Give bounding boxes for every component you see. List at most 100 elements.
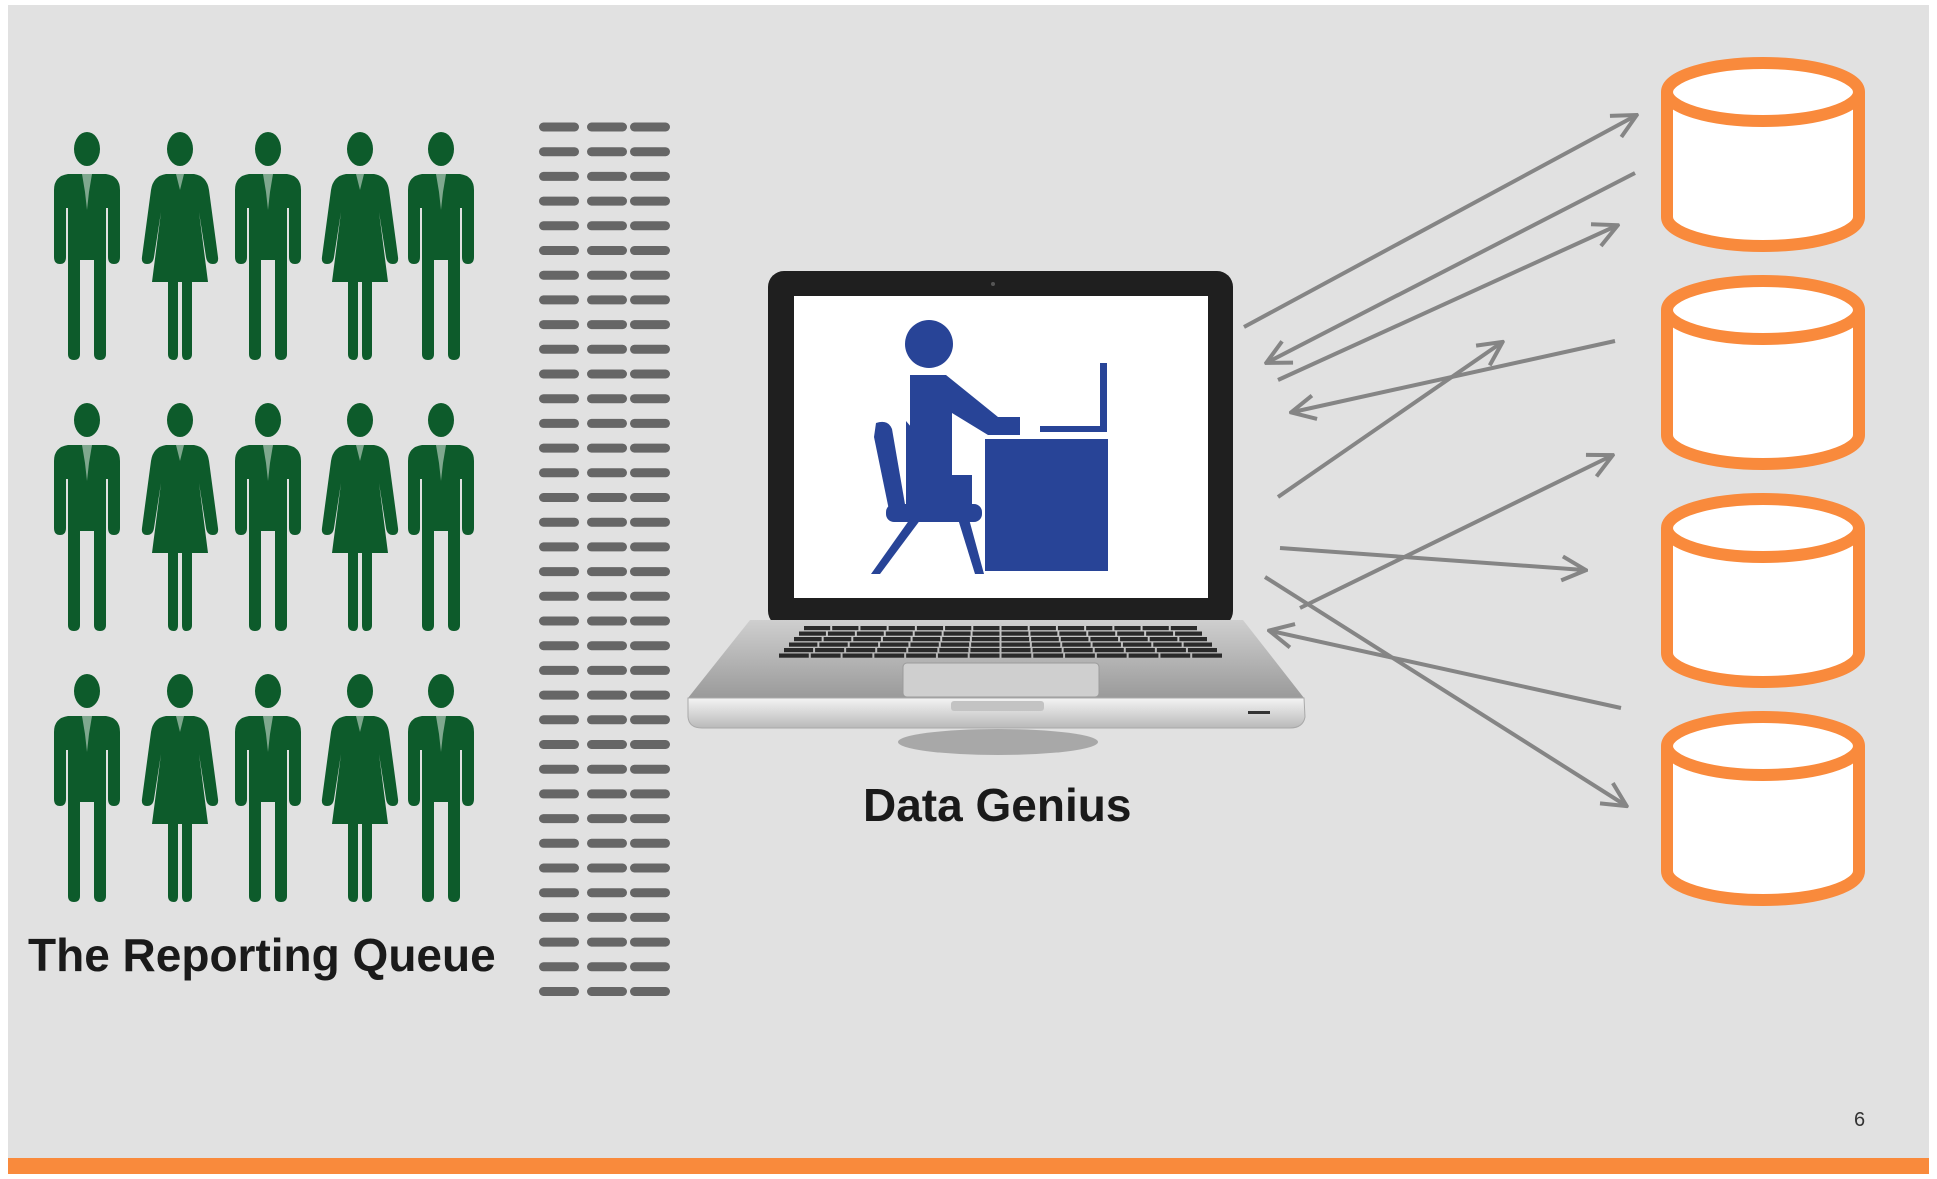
queue-dash-icon bbox=[539, 764, 579, 774]
reporting-queue-label: The Reporting Queue bbox=[28, 929, 496, 981]
queue-dash-icon bbox=[539, 863, 579, 873]
queue-dash-icon bbox=[587, 888, 627, 898]
queue-dash-icon bbox=[587, 937, 627, 947]
queue-dash-icon bbox=[539, 196, 579, 206]
woman-person-icon bbox=[141, 403, 219, 631]
queue-dash-icon bbox=[539, 517, 579, 527]
data-flow-arrow bbox=[1277, 226, 1616, 382]
queue-dash-icon bbox=[630, 394, 670, 404]
man-person-icon bbox=[54, 674, 120, 902]
queue-dash-icon bbox=[630, 814, 670, 824]
data-flow-arrows bbox=[1243, 116, 1635, 805]
queue-dash-icon bbox=[630, 962, 670, 972]
queue-dash-icon bbox=[539, 838, 579, 848]
queue-dash-icon bbox=[587, 517, 627, 527]
queue-dash-icon bbox=[539, 147, 579, 157]
queue-dash-icon bbox=[630, 715, 670, 725]
queue-dash-icon bbox=[539, 937, 579, 947]
queue-dash-icon bbox=[630, 493, 670, 502]
man-person-icon bbox=[235, 674, 301, 902]
queue-dash-icon bbox=[587, 616, 627, 626]
queue-dash-icon bbox=[539, 369, 579, 379]
queue-dash-icon bbox=[587, 838, 627, 848]
queue-dash-icon bbox=[587, 369, 627, 379]
queue-dash-icon bbox=[539, 394, 579, 404]
queue-dash-icon bbox=[587, 789, 627, 799]
slide: The Reporting Queue Data Genius 6 bbox=[8, 5, 1929, 1174]
queue-dash-icon bbox=[587, 740, 627, 749]
queue-dash-stack bbox=[539, 122, 670, 996]
queue-dash-icon bbox=[539, 591, 579, 601]
queue-dash-icon bbox=[630, 591, 670, 601]
queue-dash-icon bbox=[587, 196, 627, 206]
queue-dash-icon bbox=[630, 246, 670, 255]
queue-dash-icon bbox=[539, 987, 579, 996]
queue-dash-icon bbox=[539, 641, 579, 651]
queue-dash-icon bbox=[539, 221, 579, 231]
queue-dash-icon bbox=[587, 418, 627, 428]
queue-dash-icon bbox=[630, 443, 670, 453]
queue-dash-icon bbox=[587, 295, 627, 305]
data-flow-arrow bbox=[1276, 343, 1501, 499]
queue-dash-icon bbox=[630, 542, 670, 552]
queue-dash-icon bbox=[630, 863, 670, 873]
data-genius-label: Data Genius bbox=[863, 779, 1132, 831]
queue-dash-icon bbox=[630, 295, 670, 305]
queue-dash-icon bbox=[587, 962, 627, 972]
queue-dash-icon bbox=[630, 567, 670, 577]
data-flow-arrow bbox=[1271, 631, 1622, 710]
man-person-icon bbox=[408, 674, 474, 902]
queue-dash-icon bbox=[630, 888, 670, 898]
queue-dash-icon bbox=[630, 690, 670, 700]
queue-dash-icon bbox=[539, 740, 579, 749]
diagram-canvas bbox=[8, 57, 1929, 1174]
queue-dash-icon bbox=[587, 567, 627, 577]
data-flow-arrow bbox=[1263, 575, 1625, 805]
queue-dash-icon bbox=[539, 665, 579, 675]
queue-dash-icon bbox=[539, 493, 579, 502]
man-person-icon bbox=[408, 403, 474, 631]
queue-dash-icon bbox=[539, 789, 579, 799]
queue-dash-icon bbox=[587, 641, 627, 651]
woman-person-icon bbox=[141, 674, 219, 902]
queue-dash-icon bbox=[587, 320, 627, 330]
queue-dash-icon bbox=[587, 493, 627, 502]
queue-dash-icon bbox=[539, 443, 579, 453]
queue-dash-icon bbox=[587, 171, 627, 181]
queue-dash-icon bbox=[587, 863, 627, 873]
queue-dash-icon bbox=[587, 394, 627, 404]
queue-dash-icon bbox=[587, 246, 627, 255]
queue-dash-icon bbox=[630, 320, 670, 330]
person-at-desk-icon bbox=[871, 320, 1108, 574]
queue-dash-icon bbox=[630, 665, 670, 675]
data-flow-arrow bbox=[1243, 116, 1635, 329]
queue-dash-icon bbox=[587, 542, 627, 552]
queue-dash-icon bbox=[539, 567, 579, 577]
queue-dash-icon bbox=[539, 542, 579, 552]
queue-dash-icon bbox=[630, 987, 670, 996]
queue-dash-icon bbox=[630, 912, 670, 922]
queue-dash-icon bbox=[630, 838, 670, 848]
queue-dash-icon bbox=[630, 517, 670, 527]
queue-dash-icon bbox=[587, 443, 627, 453]
queue-dash-icon bbox=[630, 764, 670, 774]
queue-dash-icon bbox=[587, 814, 627, 824]
queue-dash-icon bbox=[539, 616, 579, 626]
queue-dash-icon bbox=[630, 196, 670, 206]
queue-dash-icon bbox=[539, 344, 579, 354]
queue-dash-icon bbox=[587, 122, 627, 132]
man-person-icon bbox=[54, 403, 120, 631]
queue-dash-icon bbox=[587, 987, 627, 996]
databases bbox=[1661, 57, 1865, 906]
bottom-accent-bar bbox=[8, 1158, 1929, 1174]
queue-dash-icon bbox=[539, 418, 579, 428]
queue-dash-icon bbox=[587, 270, 627, 280]
queue-dash-icon bbox=[587, 764, 627, 774]
queue-dash-icon bbox=[630, 740, 670, 749]
database-cylinder-icon bbox=[1661, 493, 1865, 688]
page-number: 6 bbox=[1854, 1109, 1866, 1131]
queue-dash-icon bbox=[630, 147, 670, 157]
queue-dash-icon bbox=[587, 591, 627, 601]
queue-dash-icon bbox=[630, 270, 670, 280]
queue-dash-icon bbox=[630, 344, 670, 354]
